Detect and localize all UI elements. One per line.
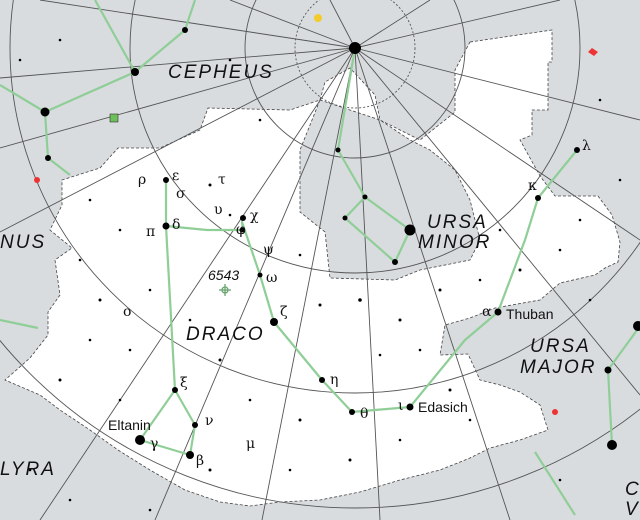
constellation-label-draco: DRACO (186, 324, 265, 345)
greek-label: τ (218, 172, 226, 188)
cepheus-figure (94, 0, 197, 74)
greek-label: ι (398, 398, 404, 414)
constellation-label-cygnus: NUS (0, 232, 46, 253)
greek-label: γ (150, 436, 158, 452)
constellation-label-canes: C (625, 479, 640, 500)
constellation-label-lyra: LYRA (0, 459, 56, 480)
greek-label: η (330, 372, 338, 388)
constellation-label-canes: V (625, 499, 640, 520)
cepheus-figure-2 (0, 84, 71, 176)
greek-label: κ (528, 178, 537, 194)
red-galaxy-marker (588, 48, 598, 56)
greek-label: σ (176, 186, 186, 202)
greek-label: χ (250, 208, 259, 224)
cepheus-figure-3 (44, 70, 136, 114)
star-label-eltanin: Eltanin (108, 417, 151, 433)
greek-label: δ (172, 217, 180, 233)
object-label-ngc: 6543 (208, 267, 239, 283)
greek-label: π (146, 224, 155, 240)
red-marker (34, 177, 40, 183)
greek-label: β (196, 453, 204, 469)
ursa-major-figure (606, 325, 640, 446)
constellation-label-ursa-major: URSA (530, 336, 591, 357)
greek-label: ν (205, 413, 214, 429)
greek-label: ξ (180, 375, 188, 391)
ursa-minor-region (299, 99, 481, 281)
greek-label: α (482, 304, 492, 320)
greek-label: ψ (263, 242, 274, 258)
constellation-label-ursa-major: MAJOR (520, 357, 597, 378)
greek-label: φ (236, 222, 246, 238)
greek-label: ω (266, 270, 277, 286)
greek-label: λ (582, 138, 591, 154)
red-marker (552, 409, 558, 415)
constellation-label-cepheus: CEPHEUS (168, 62, 274, 83)
yellow-star-marker (314, 14, 322, 22)
stars (18, 27, 640, 512)
green-square-marker (109, 113, 119, 123)
greek-label: μ (246, 436, 255, 452)
constellation-label-ursa-minor: URSA (427, 212, 488, 233)
lyra-figure (0, 318, 39, 330)
greek-label: ε (172, 168, 179, 184)
greek-label: ο (123, 304, 131, 320)
greek-label: θ (360, 406, 368, 422)
constellation-label-ursa-minor: MINOR (418, 232, 491, 253)
greek-label: ρ (138, 172, 146, 188)
star-label-thuban: Thuban (506, 306, 553, 322)
greek-label: ζ (280, 304, 288, 320)
canes-figure (534, 451, 576, 516)
greek-label: υ (214, 202, 223, 218)
star-label-edasich: Edasich (418, 399, 468, 415)
draco-figure (138, 149, 578, 457)
nebula-marker-icon (219, 284, 231, 296)
